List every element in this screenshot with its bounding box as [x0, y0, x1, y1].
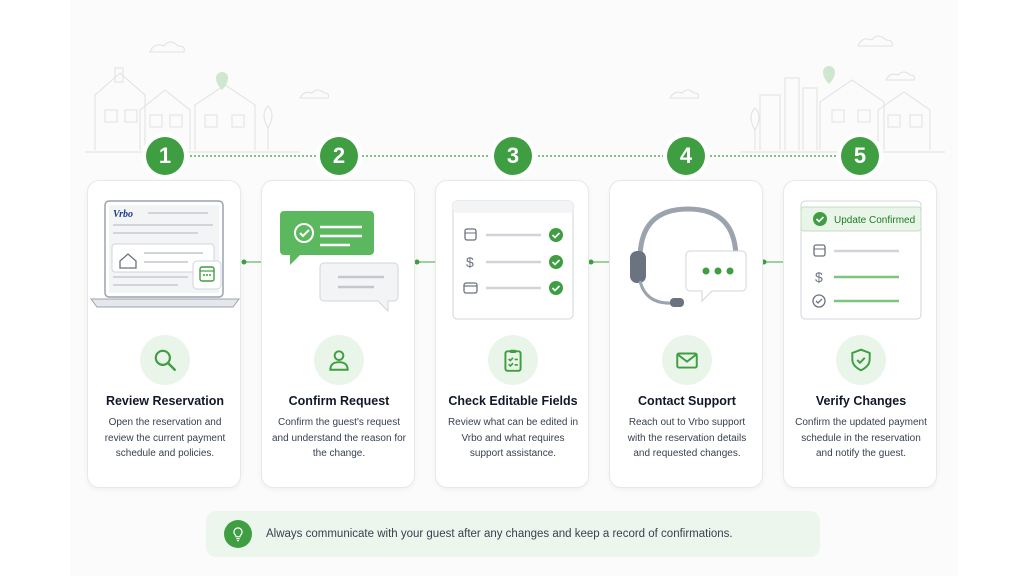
- step-card-contact-support: Contact Support Reach out to Vrbo suppor…: [609, 180, 763, 488]
- step-4-badge: 4: [667, 137, 705, 175]
- vrbo-logo: Vrbo: [113, 209, 133, 220]
- clipboard-check-icon: [504, 349, 522, 372]
- step-title: Verify Changes: [815, 394, 907, 408]
- tip-banner: Always communicate with your guest after…: [206, 511, 820, 557]
- step-description: Confirm the guest's request and understa…: [272, 417, 406, 459]
- step-card-confirm-request: Confirm Request Confirm the guest's requ…: [261, 180, 415, 488]
- dollar-icon: $: [815, 269, 823, 285]
- person-icon-circle: [314, 335, 364, 385]
- step-3-badge: 3: [494, 137, 532, 175]
- search-icon: [154, 349, 176, 371]
- step-title: Contact Support: [638, 394, 736, 408]
- step-2-badge: 2: [320, 137, 358, 175]
- checklist-illustration: $: [452, 200, 574, 320]
- step-title: Check Editable Fields: [448, 394, 578, 408]
- dollar-icon: $: [466, 254, 474, 270]
- update-confirmed-label: Update Confirmed: [834, 215, 915, 226]
- step-description: Confirm the updated payment schedule in …: [795, 417, 927, 459]
- envelope-icon: [676, 352, 698, 369]
- tip-text: Always communicate with your guest after…: [266, 528, 733, 540]
- lightbulb-icon: [233, 527, 243, 542]
- shield-check-icon: [851, 348, 871, 372]
- step-card-verify-changes: Update Confirmed $ Verify Changes Confir…: [783, 180, 937, 488]
- person-icon: [329, 350, 349, 371]
- update-confirmed-illustration: Update Confirmed $: [800, 200, 922, 320]
- clipboard-check-icon-circle: [488, 335, 538, 385]
- step-description: Open the reservation and review the curr…: [104, 417, 226, 459]
- envelope-icon-circle: [662, 335, 712, 385]
- step-title: Review Reservation: [105, 394, 225, 408]
- lightbulb-icon-circle: [224, 520, 252, 548]
- step-1-badge: 1: [146, 137, 184, 175]
- step-card-check-editable-fields: $ Check Editable Fields Review what can …: [435, 180, 589, 488]
- headset-illustration: [630, 206, 747, 307]
- step-title: Confirm Request: [288, 394, 390, 408]
- step-description: Review what can be edited in Vrbo and wh…: [447, 417, 579, 459]
- step-description: Reach out to Vrbo support with the reser…: [627, 417, 747, 459]
- laptop-illustration: Vrbo: [90, 200, 240, 308]
- search-icon-circle: [140, 335, 190, 385]
- step-card-review-reservation: Vrbo Review Reservation Open the reserva…: [87, 180, 241, 488]
- step-5-badge: 5: [841, 137, 879, 175]
- chat-bubbles-illustration: [280, 211, 399, 313]
- shield-check-icon-circle: [836, 335, 886, 385]
